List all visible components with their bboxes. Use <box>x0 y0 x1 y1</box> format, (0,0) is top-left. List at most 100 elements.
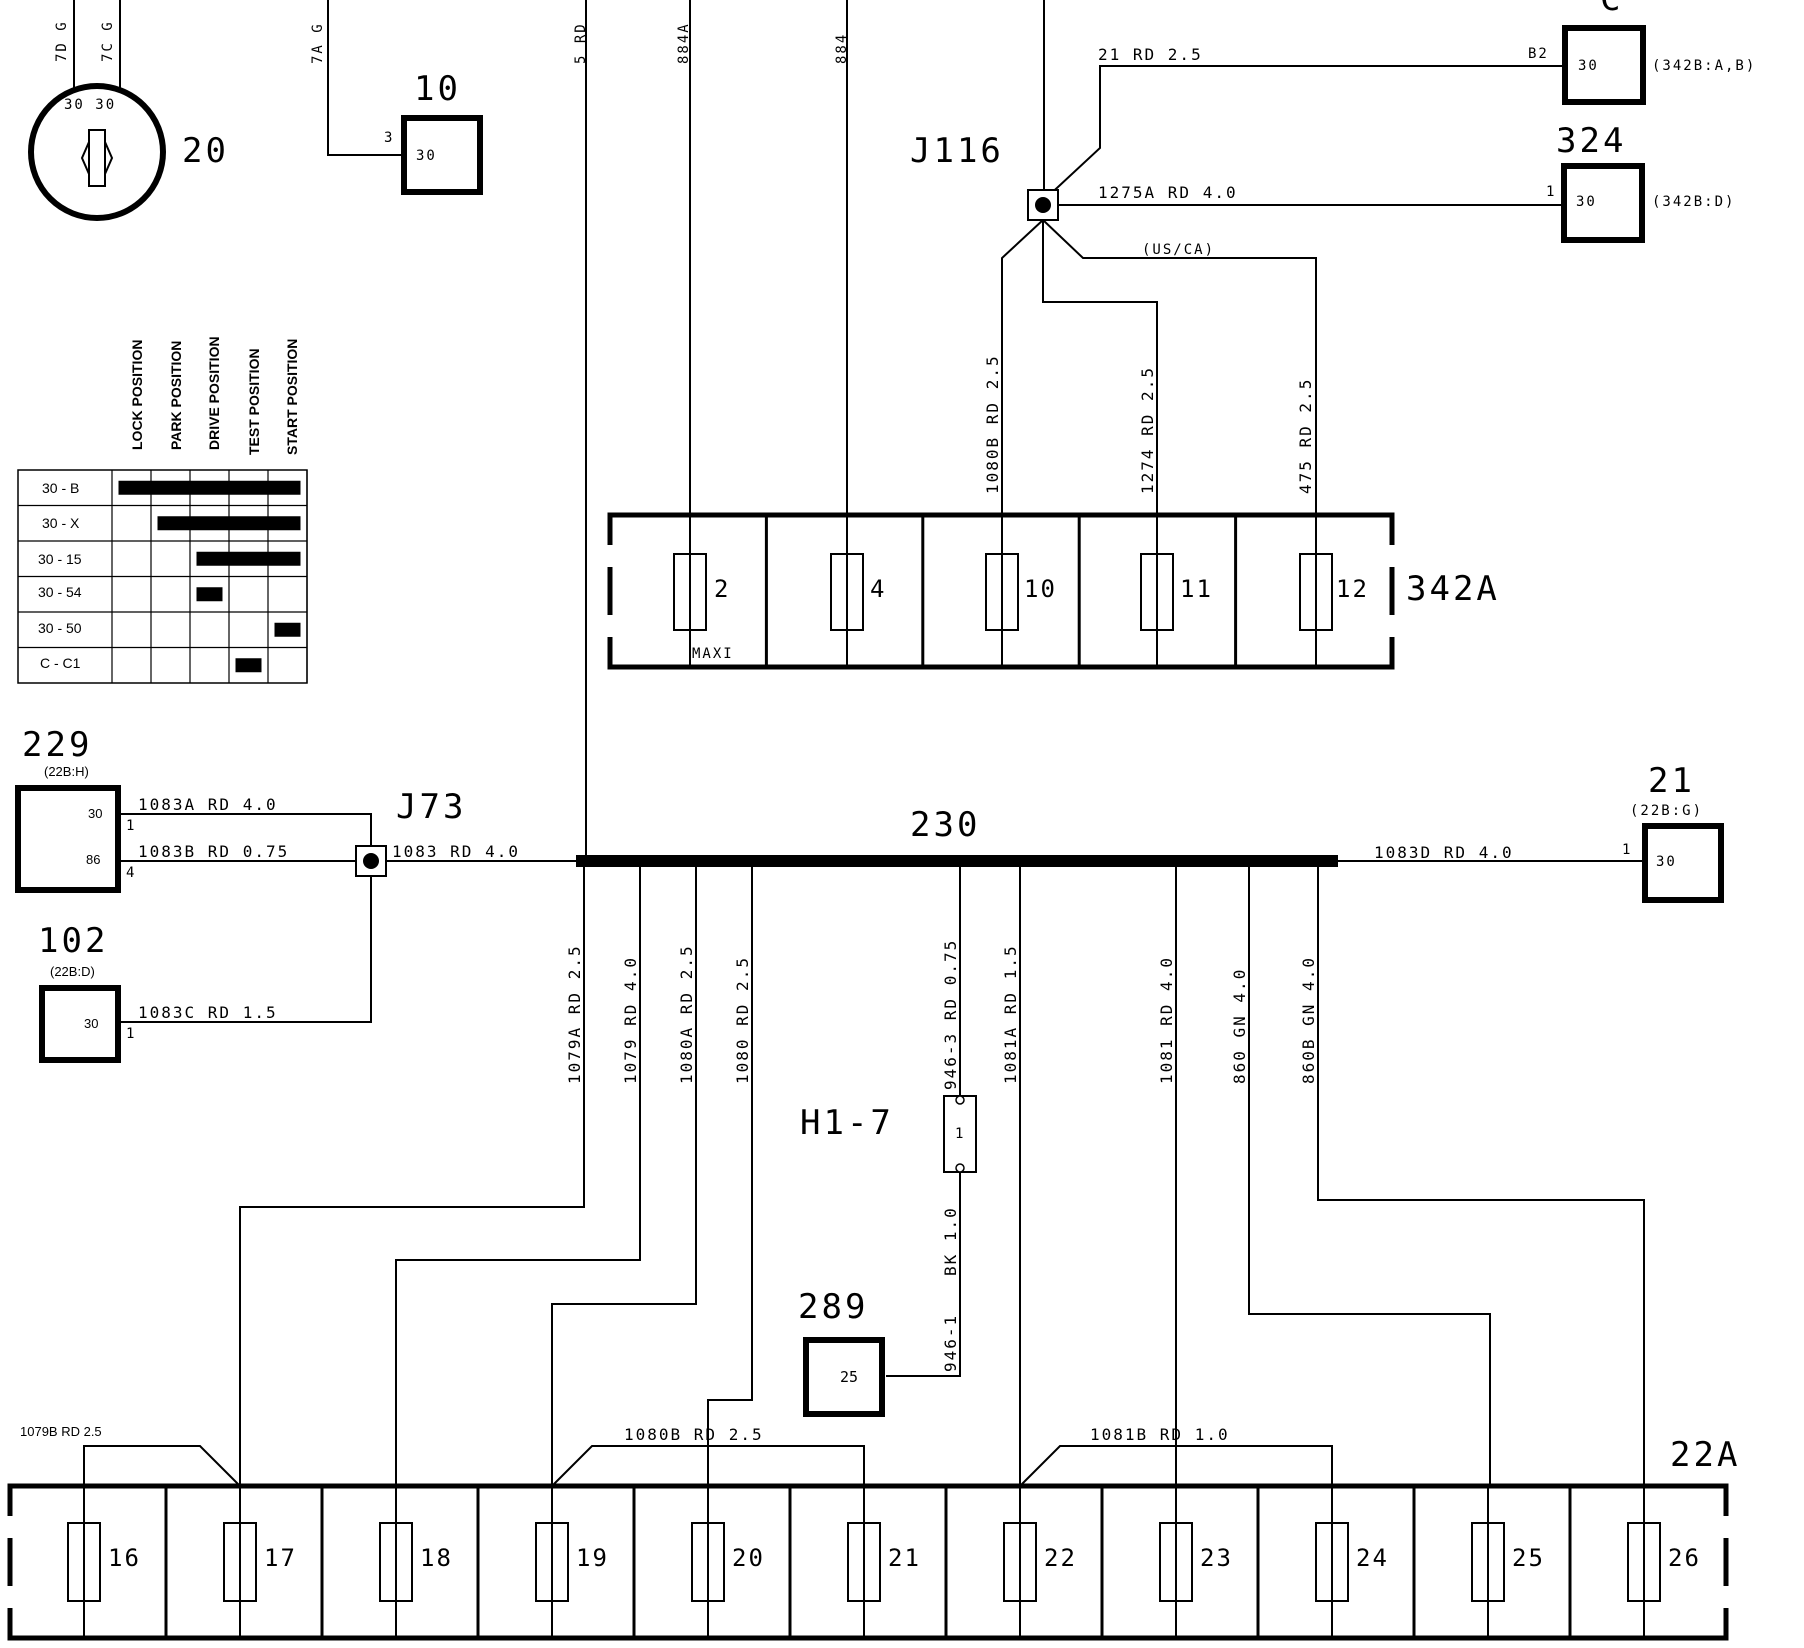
fuse-2-label: 2 <box>714 575 730 603</box>
comp229-note: (22B:H) <box>44 764 89 779</box>
us-ca-label: (US/CA) <box>1142 242 1215 258</box>
comp324-note: (342B:D) <box>1652 194 1735 210</box>
j73-ref: J73 <box>396 787 466 827</box>
bridge-1080b-label: 1080B RD 2.5 <box>624 1425 764 1444</box>
switch-position-table: LOCK POSITION PARK POSITION DRIVE POSITI… <box>17 336 308 684</box>
header-lock-position: LOCK POSITION <box>129 340 145 450</box>
comp102-note: (22B:D) <box>50 964 95 979</box>
comp289-terminal: 25 <box>840 1368 858 1386</box>
wire-1083a-label: 1083A RD 4.0 <box>138 795 278 814</box>
ignition-wire-7c: 7C G <box>100 20 116 62</box>
fusebox-22a-frame <box>7 1483 1729 1641</box>
row-label-30-15: 30 - 15 <box>38 551 82 567</box>
wire-5-rd: 5 RD <box>573 22 589 64</box>
fuse22-26: 26 <box>1668 1544 1701 1572</box>
frame-gap <box>7 1516 13 1538</box>
comp229-num-a: 1 <box>126 818 136 834</box>
row-label-30-54: 30 - 54 <box>38 584 82 600</box>
wire-1080b-label: 1080B RD 2.5 <box>983 354 1002 494</box>
compc-pin: B2 <box>1528 46 1549 62</box>
wire-884: 884 <box>834 33 850 64</box>
frame-gap <box>1723 1516 1729 1538</box>
frame-gap <box>1389 545 1395 567</box>
wire-946-1-label: 946-1 <box>941 1314 960 1372</box>
wire-1083b-label: 1083B RD 0.75 <box>138 842 289 861</box>
maxi-label: MAXI <box>692 646 734 662</box>
comp229-ref: 229 <box>22 725 92 765</box>
fuse-12-label: 12 <box>1336 575 1369 603</box>
drop-1081a: 1081A RD 1.5 <box>1001 944 1020 1084</box>
comp21-box <box>1642 823 1724 903</box>
header-test-position: TEST POSITION <box>246 348 262 455</box>
header-drive-position: DRIVE POSITION <box>206 336 222 450</box>
top-wires: 5 RD 884A 884 <box>573 0 850 860</box>
fuse22-25: 25 <box>1512 1544 1545 1572</box>
fuse-4-label: 4 <box>870 575 886 603</box>
comp10-terminal: 30 <box>416 148 437 164</box>
bridge-1081b-label: 1081B RD 1.0 <box>1090 1425 1230 1444</box>
wire-884a: 884A <box>676 22 692 64</box>
comp21-ref: 21 <box>1648 761 1695 801</box>
fuse-11-label: 11 <box>1180 575 1213 603</box>
fuse22-18: 18 <box>420 1544 453 1572</box>
fuse-10-label: 10 <box>1024 575 1057 603</box>
fusebox-22a: 22A 1079B RD 2.5 1080B RD 2.5 1081B RD 1… <box>7 1424 1737 1641</box>
comp10-pin: 3 <box>384 130 394 146</box>
fuse22-16: 16 <box>108 1544 141 1572</box>
wire-1275a-label: 1275A RD 4.0 <box>1098 183 1238 202</box>
fuse22-24: 24 <box>1356 1544 1389 1572</box>
comp229-num-b: 4 <box>126 865 136 881</box>
frame-gap <box>1723 1586 1729 1608</box>
ignition-switch: 7D G 7C G 30 30 20 <box>28 0 226 221</box>
drop-1079: 1079 RD 4.0 <box>621 956 640 1084</box>
header-start-position: START POSITION <box>284 339 300 455</box>
comp10-box <box>401 115 483 195</box>
j73-junction-icon <box>355 845 387 877</box>
comp324-pin: 1 <box>1546 184 1556 200</box>
comp21-terminal: 30 <box>1656 854 1677 870</box>
comp10-ref: 10 <box>414 69 461 109</box>
switch-contact-bar <box>118 480 301 495</box>
wire-7a-label: 7A G <box>310 22 326 64</box>
component-229: 229 (22B:H) 30 86 1 4 <box>15 725 136 893</box>
fuse22-19: 19 <box>576 1544 609 1572</box>
row-label-c-c1: C - C1 <box>40 655 81 671</box>
fuse22-17: 17 <box>264 1544 297 1572</box>
row-label-30-x: 30 - X <box>42 515 80 531</box>
bridge-1079b-label: 1079B RD 2.5 <box>20 1424 102 1439</box>
comp229-pin-a: 30 <box>88 806 102 821</box>
compc-box <box>1562 25 1646 105</box>
component-289: 289 25 <box>798 1287 885 1417</box>
compc-ref: C <box>1600 0 1623 19</box>
comp229-box <box>15 785 121 893</box>
drop-1079a: 1079A RD 2.5 <box>565 944 584 1084</box>
fusebox-342a: MAXI 342A 2 4 10 11 12 <box>607 512 1497 670</box>
comp229-pin-b: 86 <box>86 852 100 867</box>
wire-1274-label: 1274 RD 2.5 <box>1138 366 1157 494</box>
drop-860b: 860B GN 4.0 <box>1299 956 1318 1084</box>
h17-ref: H1-7 <box>800 1103 894 1143</box>
bus-230-ref: 230 <box>910 805 980 845</box>
wire-bk-label: BK 1.0 <box>941 1206 960 1276</box>
comp289-box <box>803 1337 885 1417</box>
frame-gap <box>607 545 613 567</box>
comp21-pin: 1 <box>1622 842 1632 858</box>
switch-contact-bar <box>196 551 301 566</box>
fuse22-23: 23 <box>1200 1544 1233 1572</box>
switch-contact-bar <box>196 587 223 602</box>
wire-1083c-label: 1083C RD 1.5 <box>138 1003 278 1022</box>
wire-1083-label: 1083 RD 4.0 <box>392 842 520 861</box>
component-10: 7A G 3 10 30 <box>310 0 483 195</box>
wire-21-label: 21 RD 2.5 <box>1098 45 1203 64</box>
comp21-note: (22B:G) <box>1630 803 1703 819</box>
fuse22-20: 20 <box>732 1544 765 1572</box>
comp324-terminal: 30 <box>1576 194 1597 210</box>
frame-gap <box>7 1586 13 1608</box>
switch-contact-bar <box>235 658 262 673</box>
compc-note: (342B:A,B) <box>1652 58 1756 74</box>
comp289-ref: 289 <box>798 1287 868 1327</box>
inline-fuse-h1-7: H1-7 1 BK 1.0 946-1 <box>800 1095 977 1372</box>
h17-pin: 1 <box>955 1126 965 1142</box>
ignition-wire-7d: 7D G <box>54 20 70 62</box>
junction-j116-group: 21 RD 2.5 B2 C 30 (342B:A,B) 1275A RD 4.… <box>910 0 1756 515</box>
